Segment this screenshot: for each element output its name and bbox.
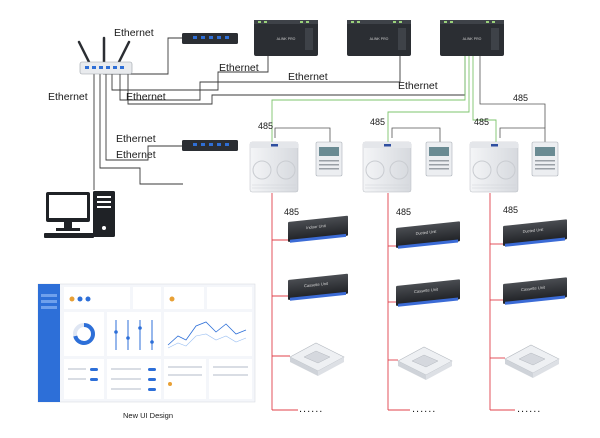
label-485-indoor-1: 485 xyxy=(284,207,299,217)
label-ethernet-gateway-2: Ethernet xyxy=(288,71,328,83)
meter-controller-3 xyxy=(531,141,559,177)
label-485-outdoor-2: 485 xyxy=(370,117,385,127)
network-switch-top xyxy=(182,33,238,44)
ducted-unit-c1-r1-label: Indoor Unit xyxy=(306,223,326,230)
label-ethernet-router-switch: Ethernet xyxy=(114,27,154,39)
label-ethernet-switch-upper: Ethernet xyxy=(116,133,156,145)
outdoor-unit-3 xyxy=(469,141,519,193)
modbus-links xyxy=(271,55,497,142)
ducted-unit-c2-r1-label: Ducted Unit xyxy=(416,229,438,236)
outdoor-unit-2 xyxy=(362,141,412,193)
ducted-unit-c2-r2-label: Cassette Unit xyxy=(414,287,439,295)
ducted-unit-c3-r2: Cassette Unit xyxy=(503,277,567,305)
label-485-outdoor-3: 485 xyxy=(474,117,489,127)
gateway-3-label: ALINK PRO xyxy=(463,37,482,41)
rs485-controller-links xyxy=(274,55,546,142)
ui-design-caption: New UI Design xyxy=(123,411,173,420)
network-switch-middle xyxy=(182,140,238,151)
wifi-router xyxy=(77,36,133,75)
outdoor-unit-1 xyxy=(249,141,299,193)
more-units-ellipsis-3: ...... xyxy=(517,403,541,415)
gateway-2: ALINK PRO xyxy=(347,20,411,56)
ducted-unit-c3-r2-label: Cassette Unit xyxy=(521,285,546,293)
label-ethernet-switch-lower: Ethernet xyxy=(116,149,156,161)
ducted-unit-c1-r2: Cassette Unit xyxy=(288,273,348,301)
cassette-unit-2 xyxy=(397,346,453,380)
cassette-unit-3 xyxy=(504,344,560,378)
meter-controller-2 xyxy=(425,141,453,177)
more-units-ellipsis-1: ...... xyxy=(299,403,323,415)
label-ethernet-router-left: Ethernet xyxy=(126,91,166,103)
ducted-unit-c2-r2: Cassette Unit xyxy=(396,279,460,307)
meter-controller-1 xyxy=(315,141,343,177)
label-ethernet-router-pc: Ethernet xyxy=(48,91,88,103)
label-485-gateway-3: 485 xyxy=(513,93,528,103)
gateway-1: ALINK PRO xyxy=(254,20,318,56)
ducted-unit-c3-r1: Ducted Unit xyxy=(503,219,567,247)
more-units-ellipsis-2: ...... xyxy=(412,403,436,415)
gateway-2-label: ALINK PRO xyxy=(370,37,389,41)
gateway-3: ALINK PRO xyxy=(440,20,504,56)
ducted-unit-c1-r1: Indoor Unit xyxy=(288,215,348,243)
label-ethernet-gateway-1: Ethernet xyxy=(219,62,259,74)
label-485-indoor-3: 485 xyxy=(503,205,518,215)
ducted-unit-c2-r1: Ducted Unit xyxy=(396,221,460,249)
ducted-unit-c3-r1-label: Ducted Unit xyxy=(523,227,545,234)
desktop-computer-icon xyxy=(44,191,115,238)
label-ethernet-gateway-3: Ethernet xyxy=(398,80,438,92)
label-485-outdoor-1: 485 xyxy=(258,121,273,131)
gateway-1-label: ALINK PRO xyxy=(277,37,296,41)
ducted-unit-c1-r2-label: Cassette Unit xyxy=(304,281,329,289)
cassette-unit-1 xyxy=(289,342,345,376)
label-485-indoor-2: 485 xyxy=(396,207,411,217)
dashboard-ui-thumbnail xyxy=(37,283,256,403)
